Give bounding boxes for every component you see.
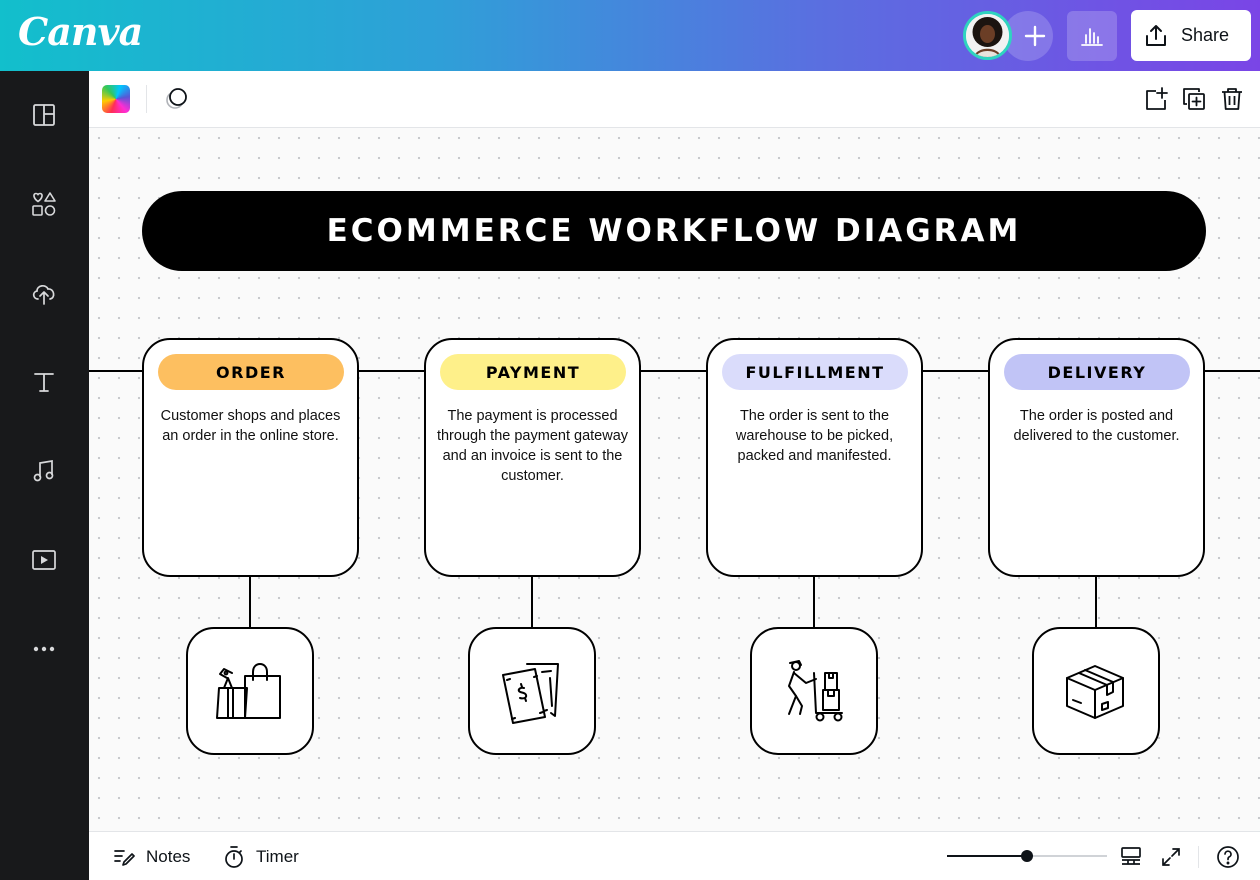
insights-button[interactable] [1067,11,1117,61]
stage-badge: FULFILLMENT [722,354,908,390]
cloud-upload-icon[interactable] [30,279,58,307]
delete-icon[interactable] [1218,85,1246,113]
design-canvas[interactable]: ECOMMERCE WORKFLOW DIAGRAM ORDER Custome… [89,128,1260,831]
stage-label: ORDER [216,362,286,382]
stage-badge: PAYMENT [440,354,626,390]
stage-card-payment[interactable]: PAYMENT The payment is processed through… [424,338,641,577]
video-play-icon[interactable] [30,546,58,574]
color-swatch-icon[interactable] [102,85,130,113]
share-upload-icon [1146,24,1166,46]
stage-card-fulfillment[interactable]: FULFILLMENT The order is sent to the war… [706,338,923,577]
canva-logo[interactable]: Canva [18,9,143,54]
duplicate-page-icon[interactable] [1180,85,1208,113]
icon-card-payment[interactable] [468,627,596,755]
stage-badge: DELIVERY [1004,354,1190,390]
connector-line [1095,576,1097,628]
icon-card-order[interactable] [186,627,314,755]
fullscreen-icon[interactable] [1158,844,1184,870]
stage-label: DELIVERY [1047,362,1147,382]
share-label: Share [1181,25,1230,45]
zoom-slider-handle[interactable] [1021,850,1033,862]
transparency-icon[interactable] [163,85,191,113]
icon-card-delivery[interactable] [1032,627,1160,755]
shopping-bags-icon [216,663,281,719]
timer-button[interactable]: Timer [222,844,299,870]
elements-shapes-icon[interactable] [30,190,58,218]
stage-label: PAYMENT [485,362,581,382]
bottom-bar: Notes Timer [89,831,1260,880]
hand-truck-worker-icon [788,660,843,722]
stage-label: FULFILLMENT [745,362,885,382]
package-box-icon [1066,665,1124,719]
share-button[interactable]: Share [1131,10,1251,61]
music-note-icon[interactable] [30,457,58,485]
editor-toolbar [89,71,1260,128]
grid-view-icon[interactable] [1118,844,1144,870]
add-page-icon[interactable] [1142,85,1170,113]
money-bills-icon [502,663,559,724]
stage-description: The order is posted and delivered to the… [1013,408,1180,444]
notes-pencil-icon [114,850,135,866]
left-sidebar [0,71,89,880]
timer-label: Timer [256,847,299,866]
text-icon[interactable] [30,368,58,396]
bottom-divider [1198,846,1199,868]
layout-panel-icon[interactable] [30,101,58,129]
connector-line [813,576,815,628]
zoom-slider-fill [947,855,1027,857]
diagram-title[interactable]: ECOMMERCE WORKFLOW DIAGRAM [142,191,1206,271]
stage-description: The payment is processed through the pay… [436,408,629,484]
connector-line [249,576,251,628]
more-dots-icon[interactable] [30,635,58,663]
notes-label: Notes [146,847,191,866]
timeline-line [89,370,1260,372]
connector-line [531,576,533,628]
stage-badge: ORDER [158,354,344,390]
toolbar-divider [146,85,147,113]
stage-card-delivery[interactable]: DELIVERY The order is posted and deliver… [988,338,1205,577]
bar-chart-icon [1081,28,1103,46]
stage-description: Customer shops and places an order in th… [160,408,341,444]
user-avatar[interactable] [963,11,1012,60]
top-bar: Canva Share [0,0,1260,71]
icon-card-fulfillment[interactable] [750,627,878,755]
stage-description: The order is sent to the warehouse to be… [735,408,894,464]
plus-icon [1024,25,1046,47]
notes-button[interactable]: Notes [112,844,190,870]
zoom-slider[interactable] [947,850,1107,862]
stage-card-order[interactable]: ORDER Customer shops and places an order… [142,338,359,577]
help-icon[interactable] [1215,844,1241,870]
stopwatch-icon [225,846,243,868]
